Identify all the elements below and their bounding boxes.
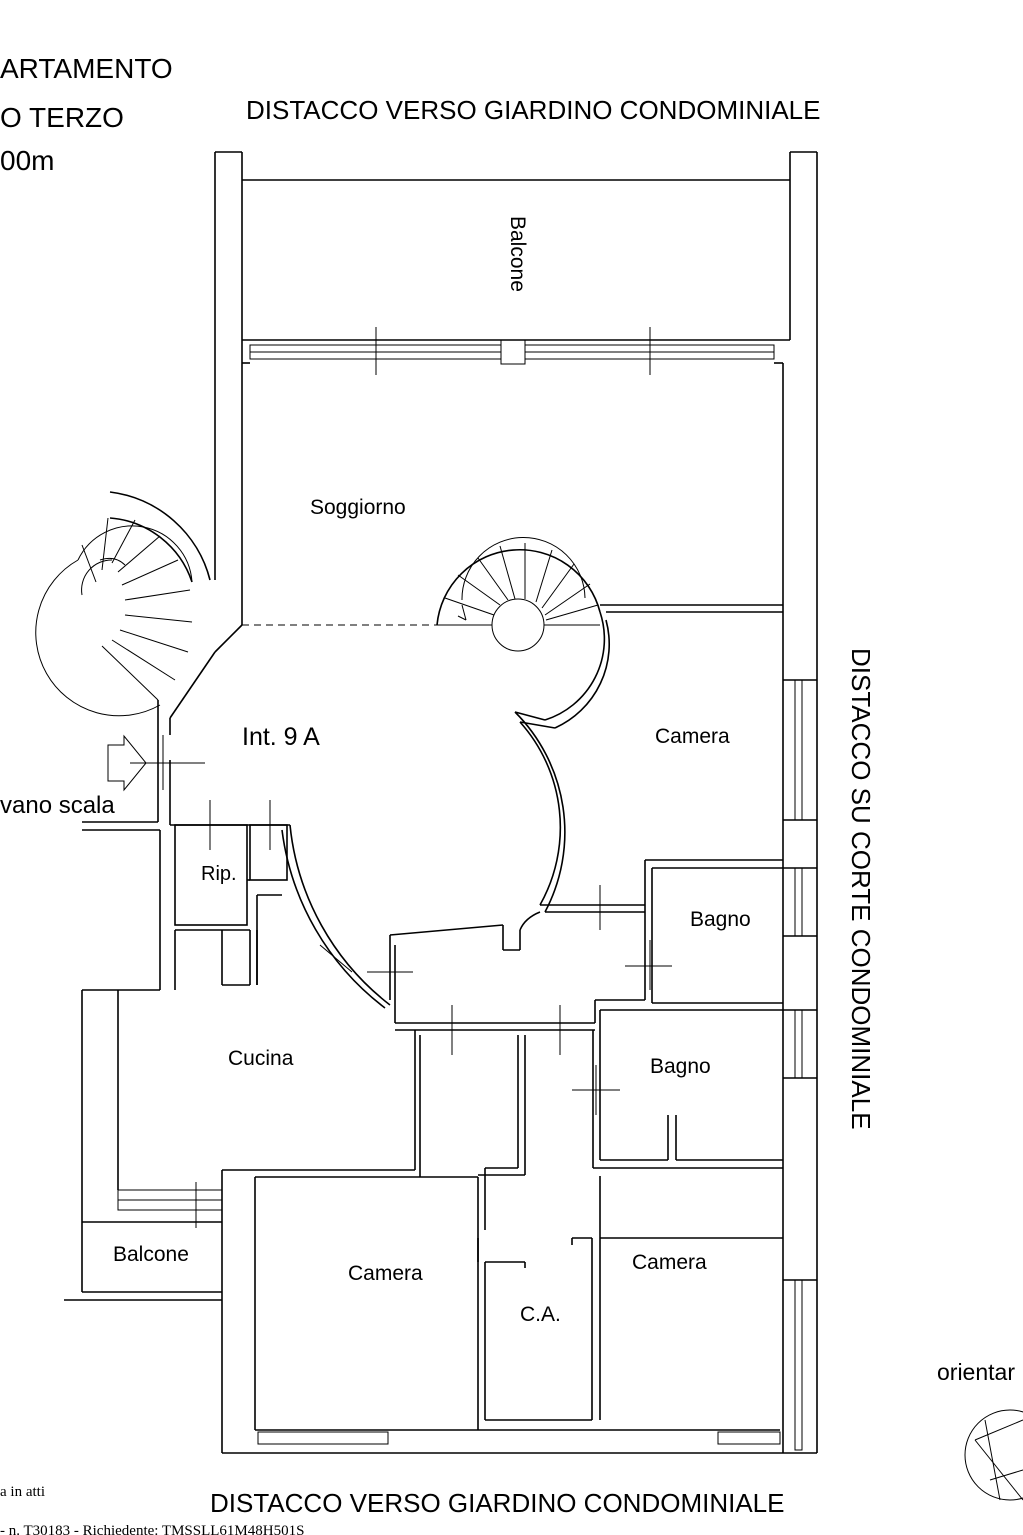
stairwell-label: vano scala [0,792,115,819]
bottom-edge-label: DISTACCO VERSO GIARDINO CONDOMINIALE [210,1488,784,1518]
room-label-living: Soggiorno [310,496,406,519]
room-labels: Balcone Soggiorno Int. 9 A Camera Rip. B… [113,216,751,1326]
room-label-bath-upper: Bagno [690,908,751,931]
title-line-3: 00m [0,145,54,176]
room-label-balcony-left: Balcone [113,1243,189,1266]
stairwell-spiral [35,491,211,717]
top-edge-label: DISTACCO VERSO GIARDINO CONDOMINIALE [246,95,820,125]
footer-reference: - n. T30183 - Richiedente: TMSSLL61M48H5… [0,1523,304,1535]
room-label-bedroom-south-west: Camera [348,1262,423,1285]
internal-spiral-stair [436,537,601,652]
door-marks [209,800,672,1115]
room-label-storage: Rip. [201,863,237,885]
room-label-bath-lower: Bagno [650,1055,711,1078]
interior-walls [170,604,783,1430]
orientation-label: orientar [937,1359,1015,1385]
compass-icon [964,1409,1023,1501]
entrance-arrow-icon [107,734,147,792]
room-label-kitchen: Cucina [228,1047,294,1070]
footer: a in atti - n. T30183 - Richiedente: TMS… [0,1484,304,1535]
right-edge-label: DISTACCO SU CORTE CONDOMINIALE [846,648,876,1130]
orientation-legend: orientar [937,1359,1023,1501]
room-label-unit: Int. 9 A [242,723,320,751]
room-label-closet: C.A. [520,1303,561,1326]
footer-note: a in atti [0,1484,45,1500]
room-label-balcony-top: Balcone [506,216,529,292]
title-block: ARTAMENTO O TERZO 00m [0,53,173,176]
room-label-bedroom-east: Camera [655,725,730,748]
room-label-bedroom-south-east: Camera [632,1251,707,1274]
title-line-1: ARTAMENTO [0,53,173,84]
title-line-2: O TERZO [0,102,124,133]
outer-walls [64,151,818,1454]
